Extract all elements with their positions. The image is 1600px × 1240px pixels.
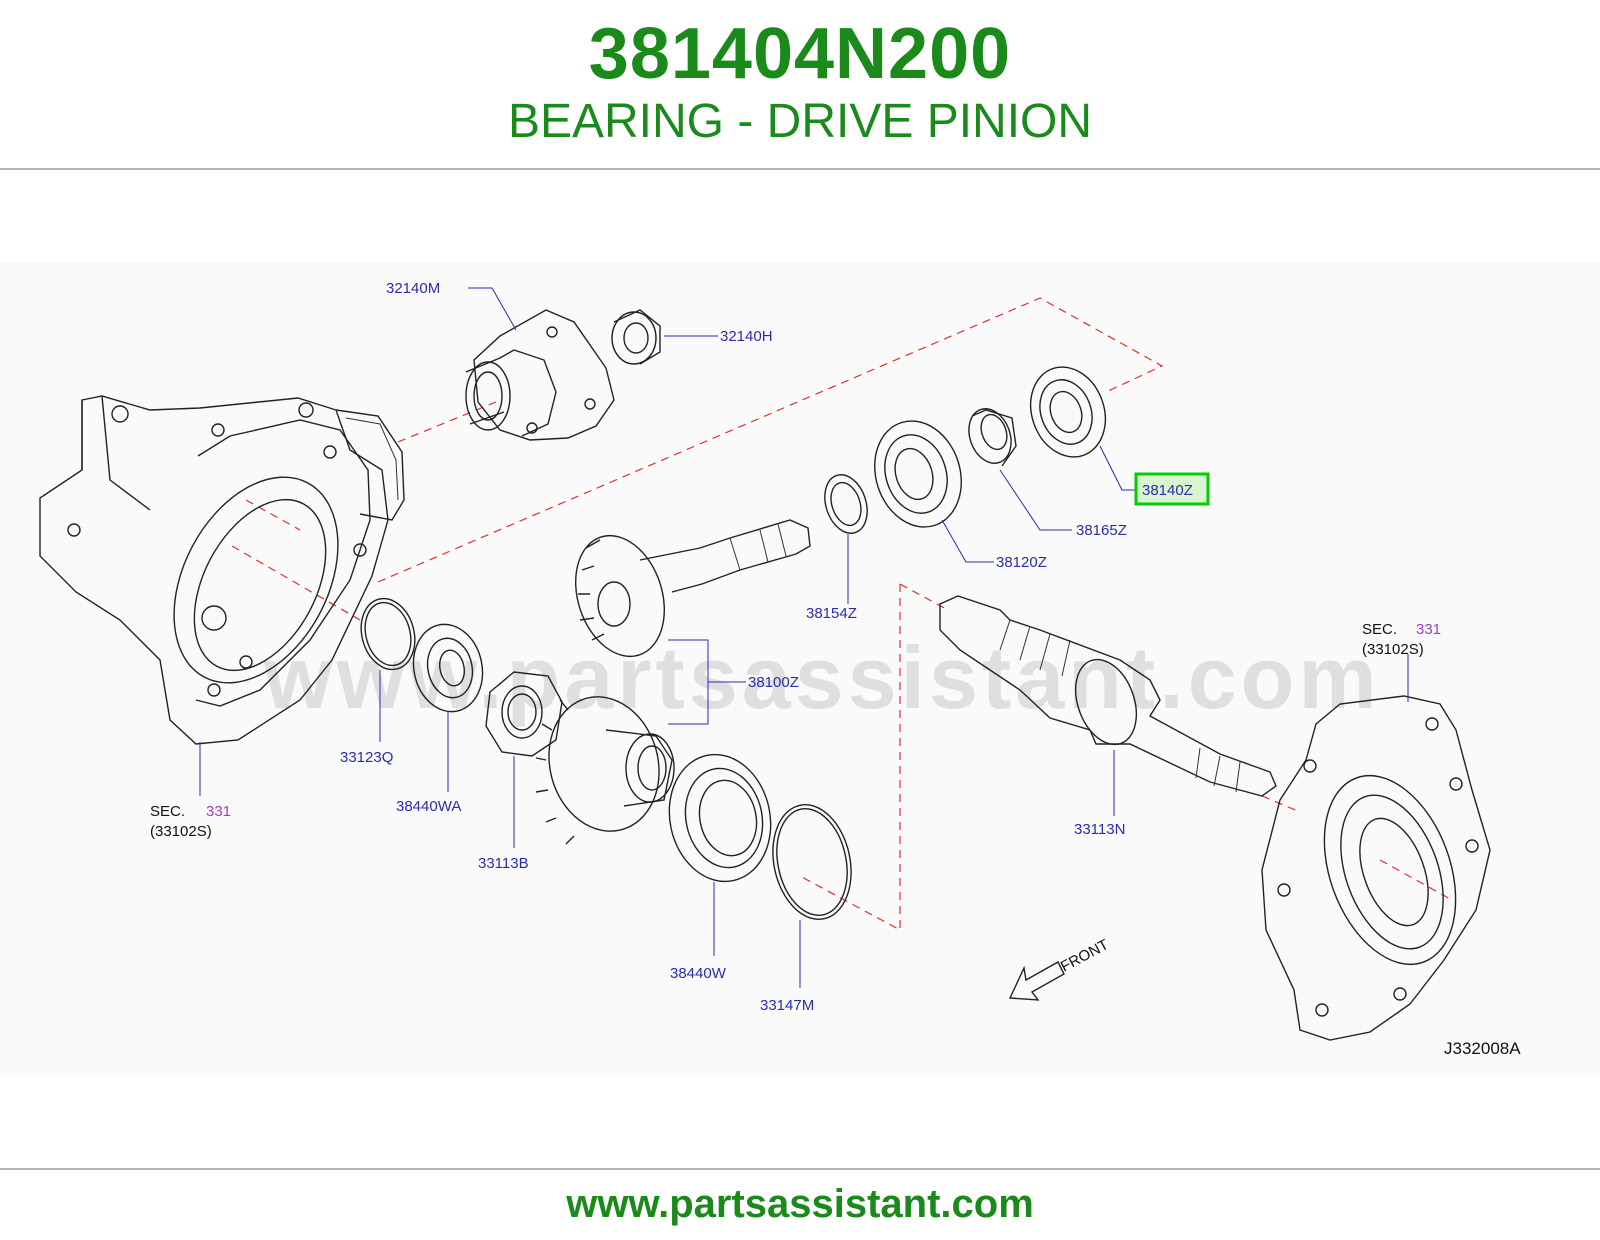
callout-38140Z[interactable]: 38140Z (1142, 482, 1193, 499)
callout-38440WA[interactable]: 38440WA (396, 798, 461, 815)
callout-32140H[interactable]: 32140H (720, 328, 773, 345)
figure-code: J332008A (1444, 1039, 1521, 1058)
watermark-text: www.partsassistant.com (263, 628, 1381, 727)
sec-left-number[interactable]: 331 (206, 803, 231, 820)
part-name-subtitle: BEARING - DRIVE PINION (507, 95, 1093, 148)
callout-33123Q[interactable]: 33123Q (340, 749, 393, 766)
callout-32140M[interactable]: 32140M (386, 280, 440, 297)
callout-leaders (199, 287, 1409, 988)
sec-left-code: (33102S) (150, 823, 212, 840)
header-divider (0, 168, 1600, 170)
sec-left-prefix: SEC. (150, 803, 185, 820)
callout-33147M[interactable]: 33147M (760, 997, 814, 1014)
bearing-38440W (668, 753, 772, 883)
highlight-box-38140Z (1134, 472, 1210, 506)
callout-33113N[interactable]: 33113N (1074, 821, 1125, 838)
callout-38154Z[interactable]: 38154Z (806, 605, 857, 622)
ring-gear-38100Z (535, 696, 675, 845)
flange-nut-32140H (611, 309, 661, 365)
lock-nut-33113B (485, 671, 563, 757)
sec-reference-left: SEC. 331 (33102S) (150, 803, 231, 840)
footer-divider (0, 1168, 1600, 1170)
left-transfer-case-housing (39, 395, 405, 745)
callout-33113B[interactable]: 33113B (478, 855, 529, 872)
sec-right-prefix: SEC. (1362, 621, 1397, 638)
o-ring-33123Q (360, 597, 416, 671)
drive-pinion-gear-38100Z (574, 519, 811, 658)
front-direction-indicator: FRONT (1008, 936, 1112, 1001)
callout-38165Z[interactable]: 38165Z (1076, 522, 1127, 539)
sec-reference-right: SEC. 331 (33102S) (1362, 621, 1441, 658)
bearing-38140Z (1029, 366, 1107, 458)
main-shaft-33113N (939, 595, 1277, 797)
bearing-38120Z (874, 420, 962, 528)
spacer-38165Z (968, 408, 1017, 467)
part-number-title: 381404N200 (588, 14, 1012, 94)
washer-38154Z (824, 474, 868, 534)
callout-38120Z[interactable]: 38120Z (996, 554, 1047, 571)
sec-right-number[interactable]: 331 (1416, 621, 1441, 638)
bearing-38440WA (412, 623, 484, 713)
callout-labels: 32140M 32140H 38140Z 38165Z 38120Z 38154… (340, 280, 1193, 1014)
front-label: FRONT (1058, 936, 1112, 975)
sec-right-code: (33102S) (1362, 641, 1424, 658)
page-header: 381404N200 BEARING - DRIVE PINION (0, 0, 1600, 168)
o-ring-33147M (772, 804, 852, 920)
callout-38100Z[interactable]: 38100Z (748, 674, 799, 691)
callout-38440W[interactable]: 38440W (670, 965, 727, 982)
companion-flange-32140M (465, 309, 615, 441)
right-transfer-case-housing (1261, 695, 1491, 1041)
footer-website-link[interactable]: www.partsassistant.com (566, 1182, 1034, 1226)
